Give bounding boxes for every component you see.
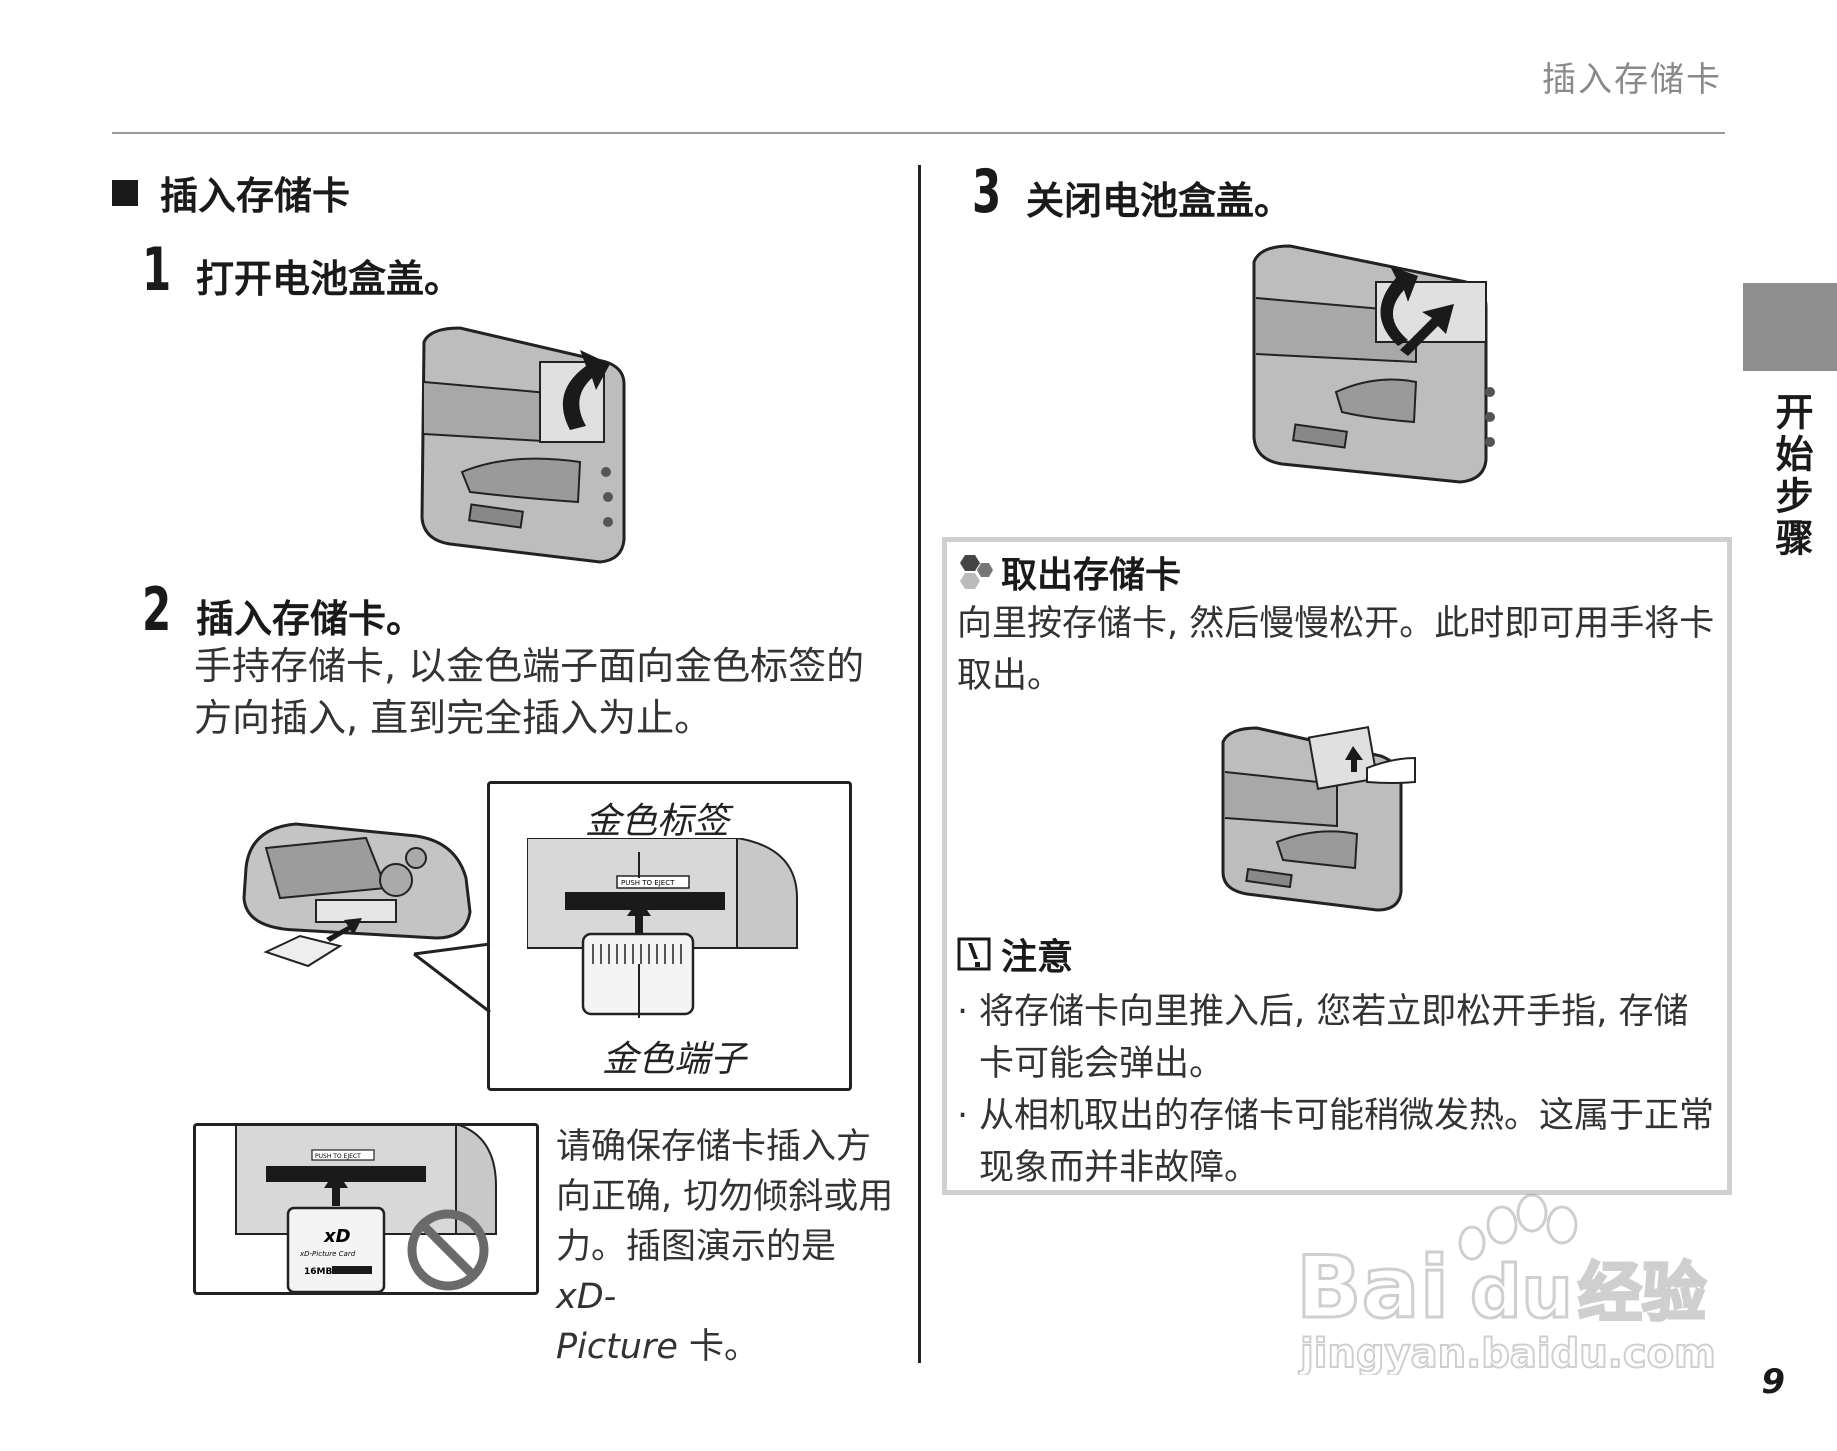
square-bullet-icon: [112, 179, 138, 206]
panel-body: 向里按存储卡, 然后慢慢松开。此时即可用手将卡 取出。: [957, 598, 1714, 702]
side-note-line-4-italic: Picture: [556, 1327, 678, 1367]
note-item: · 从相机取出的存储卡可能稍微发热。这属于正常 现象而并非故障。: [957, 1090, 1717, 1194]
side-note-line-1: 请确保存储卡插入方: [556, 1127, 872, 1167]
callout-pointer-lines: [413, 942, 491, 1014]
slot-push-to-eject-text: PUSH TO EJECT: [621, 879, 675, 887]
card-slot-closeup: PUSH TO EJECT: [527, 838, 798, 1018]
wrong-orientation-illustration: PUSH TO EJECT xD xD-Picture Card 16MB: [235, 1126, 497, 1292]
step-2-body-line-1: 手持存储卡, 以金色端子面向金色标签的: [194, 644, 865, 688]
step-3-title: 关闭电池盒盖。: [1026, 179, 1293, 223]
side-note-line-4-suffix: 卡。: [677, 1327, 760, 1367]
note-heading: 注意: [957, 928, 1073, 980]
panel-body-line-1: 向里按存储卡, 然后慢慢松开。此时即可用手将卡: [957, 604, 1715, 644]
step-3: 3 关闭电池盒盖。: [972, 162, 1292, 225]
remove-card-panel: 取出存储卡 向里按存储卡, 然后慢慢松开。此时即可用手将卡 取出。 注意 · 将…: [942, 537, 1732, 1195]
side-note-line-4: Picture 卡。: [556, 1322, 896, 1372]
header-rule: [112, 132, 1725, 134]
camera-close-cover-illustration: [1252, 244, 1495, 484]
paw-icon: [1458, 1193, 1578, 1261]
baidu-watermark: Bai du 经验 jingyan.baidu.com: [1295, 1193, 1717, 1375]
step-1-number: 1: [142, 235, 172, 305]
wrong-orientation-box: PUSH TO EJECT xD xD-Picture Card 16MB: [193, 1123, 539, 1295]
note-1-line-2: 卡可能会弹出。: [979, 1044, 1225, 1084]
watermark-brand-a: Bai: [1296, 1238, 1449, 1338]
header-section-title: 插入存储卡: [1542, 60, 1722, 100]
step-1: 1 打开电池盒盖。: [142, 240, 462, 303]
step-2-body: 手持存储卡, 以金色端子面向金色标签的 方向插入, 直到完全插入为止。: [194, 640, 864, 744]
camera-open-cover-illustration: [420, 326, 626, 564]
camera-remove-card-illustration: [1221, 726, 1416, 912]
side-note: 请确保存储卡插入方 向正确, 切勿倾斜或用 力。插图演示的是 xD- Pictu…: [556, 1122, 896, 1372]
bullet-dot-icon: ·: [957, 992, 969, 1032]
side-note-line-2: 向正确, 切勿倾斜或用: [556, 1177, 894, 1217]
side-note-line-3: 力。插图演示的是 xD-: [556, 1222, 896, 1322]
panel-title: 取出存储卡: [1001, 555, 1182, 596]
card-name-text: xD-Picture Card: [299, 1250, 356, 1258]
note-list: · 将存储卡向里推入后, 您若立即松开手指, 存储 卡可能会弹出。 · 从相机取…: [957, 986, 1717, 1194]
gold-label-text: 金色标签: [585, 801, 730, 842]
note-2-line-2: 现象而并非故障。: [979, 1148, 1260, 1188]
card-brand-text: xD: [323, 1226, 351, 1247]
panel-heading: 取出存储卡: [955, 546, 1181, 598]
step-2-body-line-2: 方向插入, 直到完全插入为止。: [194, 696, 713, 740]
watermark-brand-cn: 经验: [1578, 1257, 1706, 1331]
gold-terminal-text: 金色端子: [602, 1039, 747, 1080]
card-size-text: 16MB: [304, 1267, 332, 1277]
side-note-line-3-italic: xD-: [556, 1277, 617, 1317]
step-1-title: 打开电池盒盖。: [196, 257, 463, 301]
step-3-number: 3: [972, 157, 1002, 227]
note-title: 注意: [1001, 937, 1074, 978]
chapter-tab: [1743, 283, 1837, 371]
section-title: 插入存储卡: [160, 174, 351, 218]
step-2: 2 插入存储卡。: [142, 580, 424, 643]
watermark-brand-b: du: [1470, 1250, 1573, 1334]
side-note-line-3-prefix: 力。插图演示的是: [556, 1227, 837, 1267]
watermark-url: jingyan.baidu.com: [1298, 1331, 1716, 1375]
note-1-line-1: 将存储卡向里推入后, 您若立即松开手指, 存储: [979, 992, 1689, 1032]
step-2-number: 2: [142, 575, 172, 645]
bullet-dot-icon: ·: [957, 1096, 969, 1136]
step-2-title: 插入存储卡。: [196, 597, 425, 641]
camera-insert-card-illustration: [242, 822, 472, 968]
caution-icon: [957, 937, 991, 971]
note-item: · 将存储卡向里推入后, 您若立即松开手指, 存储 卡可能会弹出。: [957, 986, 1717, 1090]
note-2-line-1: 从相机取出的存储卡可能稍微发热。这属于正常: [979, 1096, 1715, 1136]
column-divider: [918, 165, 921, 1363]
panel-body-line-2: 取出。: [957, 656, 1063, 696]
section-heading: 插入存储卡: [112, 165, 350, 220]
chapter-label: 开始步骤: [1769, 392, 1813, 560]
wrong-slot-text: PUSH TO EJECT: [315, 1153, 361, 1160]
page-number: 9: [1761, 1362, 1785, 1402]
prohibited-icon: [407, 1209, 489, 1291]
hexagon-cluster-icon: [960, 555, 993, 589]
